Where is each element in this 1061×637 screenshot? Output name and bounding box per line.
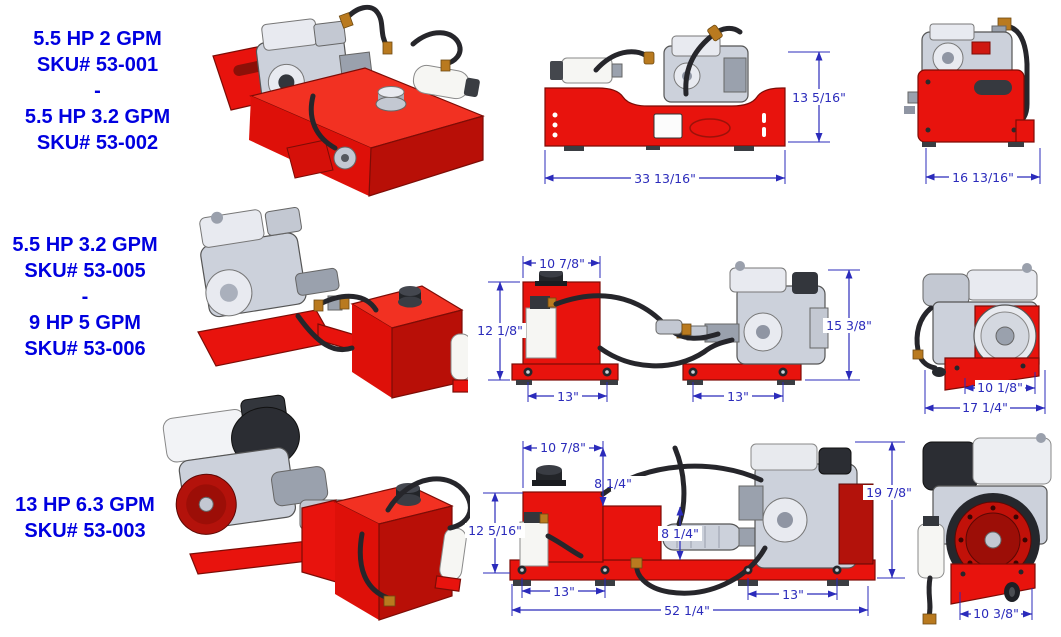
product-sku-line: SKU# 53-002: [36, 132, 159, 154]
dimension-overall-length: 52 1/4": [511, 584, 869, 618]
dimension-overall-height: 15 3/8": [805, 269, 875, 381]
product-sku-line: SKU# 53-005: [24, 260, 146, 282]
dimension-overall-height: 19 7/8": [855, 441, 915, 579]
product-spec-line: 9 HP 5 GPM: [29, 312, 141, 334]
unit3-isometric-view: [150, 382, 470, 637]
end-illustration: [917, 433, 1052, 625]
unit3-side-view: 10 7/8" 8 1/4" 8 1/4" 12 5/16": [455, 428, 915, 633]
dim-overall-height-label: 15 3/8": [826, 318, 872, 333]
side-illustration: [509, 443, 876, 596]
unit3-end-view: 10 3/8": [915, 428, 1061, 633]
dimension-engine-base: 13": [692, 382, 784, 404]
dimension-tank-height: 12 1/8": [474, 281, 526, 381]
product-label-53-001: 5.5 HP 2 GPM SKU# 53-001 - 5.5 HP 3.2 GP…: [0, 26, 195, 156]
unit2-isometric-view: [168, 192, 468, 412]
unit1-isometric-view: [195, 0, 495, 205]
dim-tank-top-width-label: 10 7/8": [540, 440, 586, 455]
dim-overall-height-label: 19 7/8": [866, 485, 912, 500]
unit2-end-view: 10 1/8" 17 1/4": [905, 258, 1061, 430]
iso-illustration: [212, 4, 485, 197]
dimension-tank-height: 12 5/16": [465, 492, 525, 574]
dim-engine-base-label: 13": [782, 587, 804, 602]
dim-tank-height-label: 12 1/8": [477, 323, 523, 338]
label-separator: -: [94, 80, 101, 102]
iso-illustration: [197, 206, 468, 399]
dim-end-inner-width-label: 10 1/8": [977, 380, 1023, 395]
end-illustration: [904, 17, 1035, 147]
dimension-end-inner-width: 10 1/8": [964, 372, 1036, 395]
dimension-upper-offset: 8 1/4": [594, 447, 655, 506]
unit1-end-view: 16 13/16": [888, 16, 1059, 196]
dimension-end-width: 10 3/8": [959, 588, 1033, 622]
dimension-end-width: 16 13/16": [925, 148, 1041, 185]
dim-tank-top-width-label: 10 7/8": [539, 256, 585, 271]
dim-tank-height-label: 12 5/16": [468, 523, 522, 538]
dim-engine-base-label: 13": [727, 389, 749, 404]
dimension-tank-base: 13": [521, 578, 606, 599]
product-spec-line: 13 HP 6.3 GPM: [15, 494, 155, 516]
product-sku-line: SKU# 53-001: [36, 54, 159, 76]
dim-lower-offset-label: 8 1/4": [661, 526, 699, 541]
dimension-side-length: 33 13/16": [544, 150, 786, 186]
product-spec-line: 5.5 HP 3.2 GPM: [24, 106, 171, 128]
dim-side-length-label: 33 13/16": [634, 171, 696, 186]
dim-upper-offset-label: 8 1/4": [594, 476, 632, 491]
product-spec-line: 5.5 HP 2 GPM: [33, 28, 162, 50]
dimension-end-overall-width: 17 1/4": [924, 370, 1046, 415]
unit1-side-view: 13 5/16" 33 13/16": [538, 18, 853, 198]
product-sku-line: SKU# 53-003: [24, 520, 146, 542]
product-label-53-003: 13 HP 6.3 GPM SKU# 53-003: [0, 492, 170, 544]
dimension-side-height: 13 5/16": [788, 51, 849, 143]
dimension-engine-base: 13": [747, 578, 838, 602]
dim-side-height-label: 13 5/16": [792, 90, 846, 105]
dim-overall-length-label: 52 1/4": [664, 603, 710, 618]
dimension-tank-base: 13": [527, 382, 608, 404]
dimension-tank-top-width: 10 7/8": [522, 256, 601, 278]
side-illustration: [511, 261, 829, 385]
dim-end-width-label: 16 13/16": [952, 170, 1014, 185]
product-spec-line: 5.5 HP 3.2 GPM: [12, 234, 158, 256]
product-sku-line: SKU# 53-006: [24, 338, 146, 360]
unit2-side-view: 10 7/8" 12 1/8" 13" 13": [460, 248, 880, 413]
side-illustration: [544, 24, 786, 151]
dim-end-overall-width-label: 17 1/4": [962, 400, 1008, 415]
dimension-lower-offset: 8 1/4": [658, 506, 702, 560]
product-label-53-005: 5.5 HP 3.2 GPM SKU# 53-005 - 9 HP 5 GPM …: [0, 232, 170, 362]
dim-tank-base-label: 13": [557, 389, 579, 404]
label-separator: -: [81, 286, 89, 308]
dim-tank-base-label: 13": [553, 584, 575, 599]
dim-end-width-label: 10 3/8": [973, 606, 1019, 621]
end-illustration: [912, 263, 1040, 391]
iso-illustration: [162, 394, 470, 621]
